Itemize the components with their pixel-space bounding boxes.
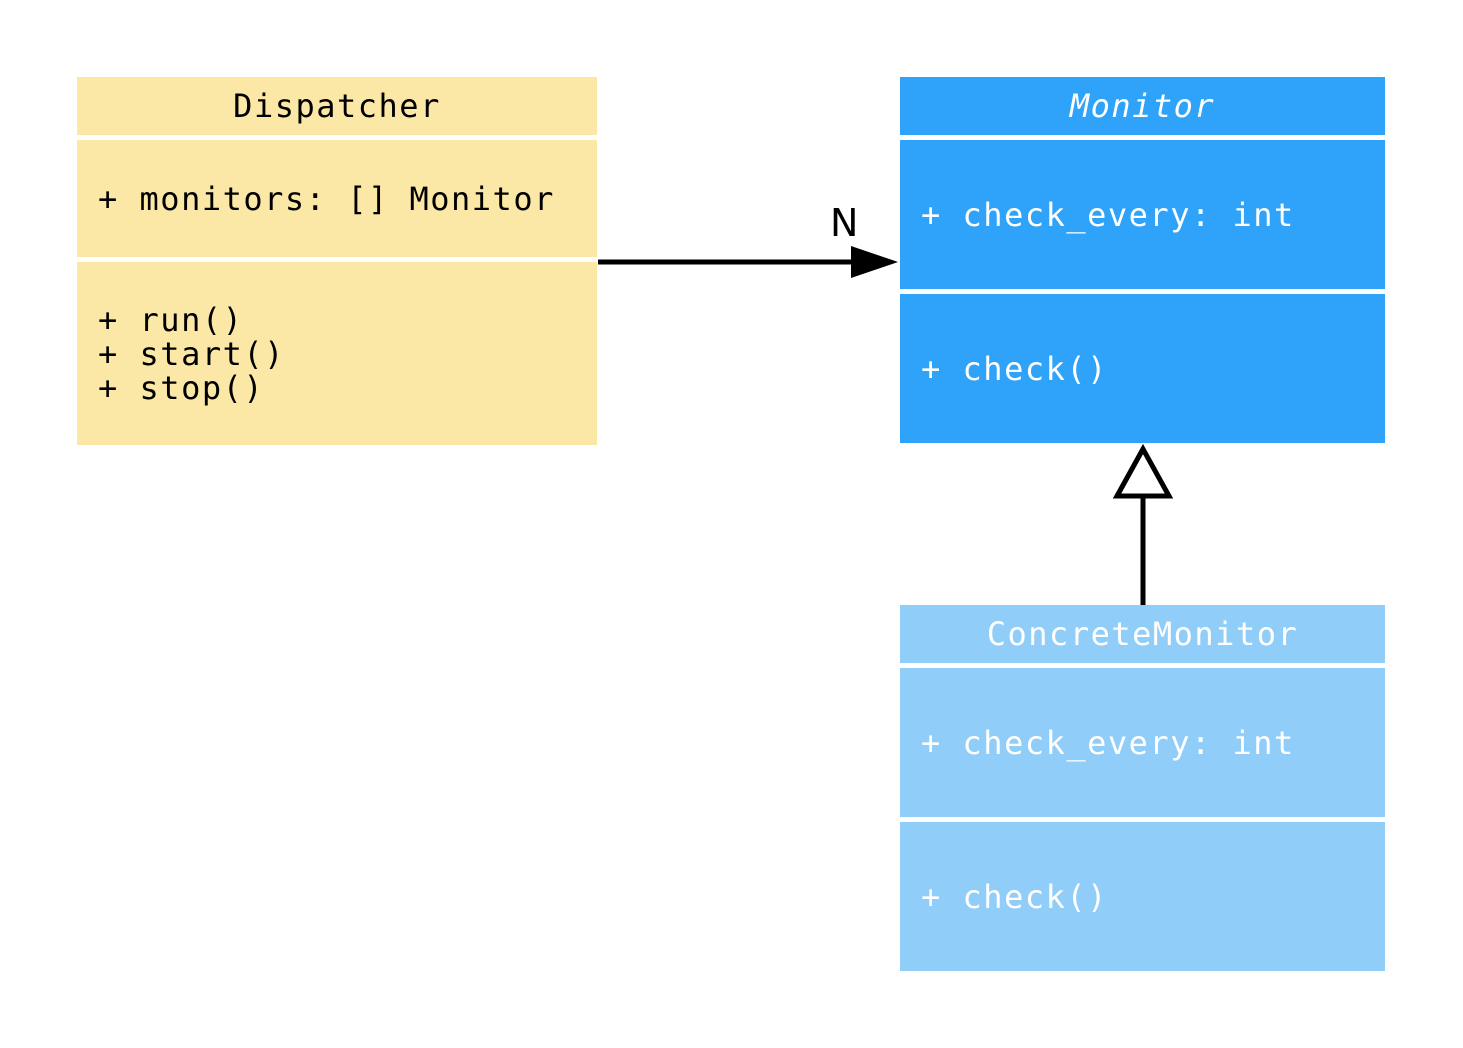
association-multiplicity-label: N xyxy=(830,201,859,245)
class-attributes-concrete-monitor: + check_every: int xyxy=(900,668,1385,817)
class-methods-monitor: + check() xyxy=(900,294,1385,443)
inheritance-triangle-icon xyxy=(1112,443,1174,499)
method-line: + check() xyxy=(921,877,1108,916)
class-methods-dispatcher: + run() + start() + stop() xyxy=(77,262,597,445)
attribute-line: + check_every: int xyxy=(921,723,1295,762)
method-line: + run() xyxy=(98,300,244,339)
attribute-line: + check_every: int xyxy=(921,195,1295,234)
method-line: + start() xyxy=(98,334,285,373)
class-title-concrete-monitor: ConcreteMonitor xyxy=(900,605,1385,663)
class-box-dispatcher: Dispatcher + monitors: [] Monitor + run(… xyxy=(77,77,597,445)
class-title-dispatcher: Dispatcher xyxy=(77,77,597,135)
attribute-line: + monitors: [] Monitor xyxy=(98,179,555,218)
class-box-concrete-monitor: ConcreteMonitor + check_every: int + che… xyxy=(900,605,1385,971)
class-attributes-monitor: + check_every: int xyxy=(900,140,1385,289)
method-line: + check() xyxy=(921,349,1108,388)
class-box-monitor: Monitor + check_every: int + check() xyxy=(900,77,1385,443)
method-line: + stop() xyxy=(98,368,265,407)
class-methods-concrete-monitor: + check() xyxy=(900,822,1385,971)
class-attributes-dispatcher: + monitors: [] Monitor xyxy=(77,140,597,257)
association-arrowhead-icon xyxy=(851,246,898,278)
class-title-monitor: Monitor xyxy=(900,77,1385,135)
